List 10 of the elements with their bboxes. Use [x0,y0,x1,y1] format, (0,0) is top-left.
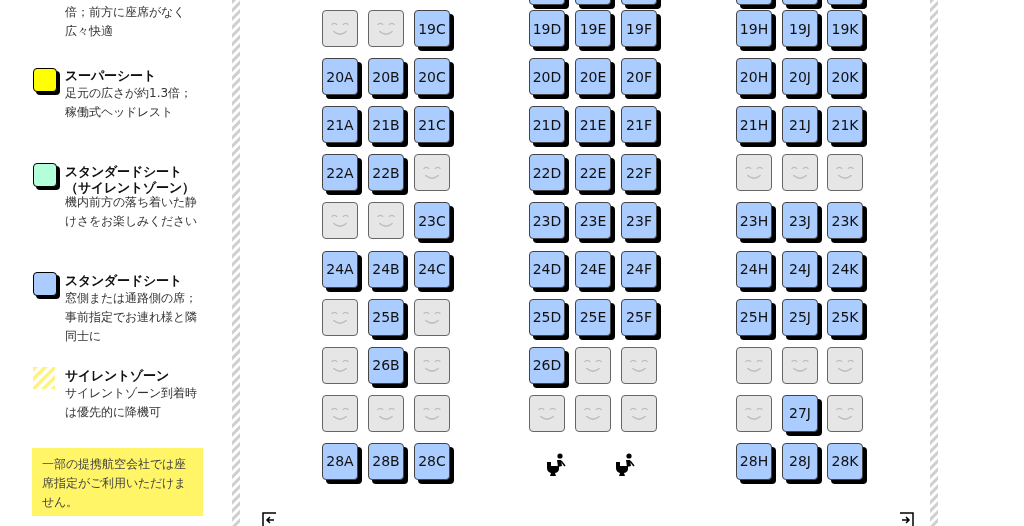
legend-title: サイレントゾーン [65,368,170,384]
legend-title: スタンダードシート [65,273,183,289]
legend-title: スーパーシート [65,68,157,84]
legend-description: 足元の広さが約1.3倍；稼働式ヘッドレスト [65,85,194,121]
legend-description: 機内前方の落ち着いた静けさをお楽しみください [65,195,197,230]
legend-description: サイレントゾーン到着時は優先的に降機可 [65,385,197,421]
legend-title: スタンダードシート（サイレントゾーン） [65,164,196,196]
note-box: 一部の提携航空会社では座席指定がご利用いただけません。 [32,448,203,516]
seat-description: 倍；前方に座席がなく広々快適 [65,4,186,40]
legend-description: 窓側または通路側の席；事前指定でお連れ様と隣同士に [65,290,197,345]
